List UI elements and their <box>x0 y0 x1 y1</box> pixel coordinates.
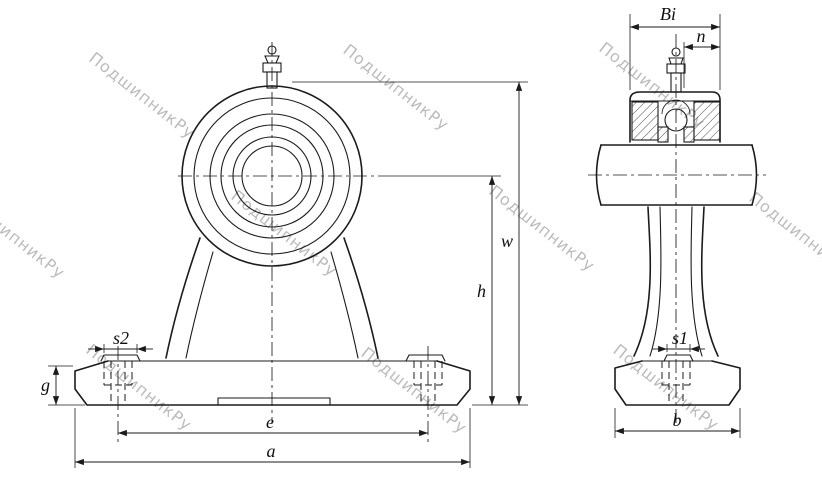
centerlines-side <box>588 34 766 424</box>
watermark-layer: ПодшипникРу ПодшипникРу ПодшипникРу Подш… <box>0 38 822 437</box>
watermark-text: ПодшипникРу <box>746 188 822 282</box>
dim-b: b <box>614 408 741 438</box>
dim-e: e <box>118 412 428 437</box>
bolt-boss <box>663 354 694 362</box>
inner-ring-cut-left <box>657 126 669 143</box>
dim-label-w: w <box>501 231 513 251</box>
watermark-text: ПодшипникРу <box>358 343 471 437</box>
pedestal-column <box>633 206 719 357</box>
watermark-text: ПодшипникРу <box>0 188 69 282</box>
watermark-text: ПодшипникРу <box>610 340 723 434</box>
housing-cut-right <box>693 101 721 141</box>
dim-label-a: a <box>267 441 276 461</box>
housing-body <box>165 237 379 359</box>
watermark-text: ПодшипникРу <box>486 181 599 275</box>
dim-s2: s2 <box>88 328 153 353</box>
watermark-text: ПодшипникРу <box>83 340 196 434</box>
raceway-arc <box>661 99 691 115</box>
bolt-boss-left <box>100 354 141 362</box>
housing-cut-left <box>631 101 659 141</box>
centerlines-front <box>117 42 429 442</box>
dim-n: n <box>683 26 720 88</box>
dim-label-s2: s2 <box>113 328 129 348</box>
watermark-text: ПодшипникРу <box>228 186 341 280</box>
dim-label-g: g <box>41 375 50 395</box>
dim-label-s1: s1 <box>672 328 688 348</box>
base-side <box>614 354 741 406</box>
bolt-boss-right <box>405 354 446 362</box>
dim-s1: s1 <box>652 328 705 353</box>
dim-g: g <box>41 365 85 406</box>
watermark-text: ПодшипникРу <box>340 40 453 134</box>
dim-a: a <box>74 408 471 468</box>
inner-ring-cut-right <box>683 126 695 143</box>
watermark-text: ПодшипникРу <box>86 48 199 142</box>
dim-w: w <box>292 81 528 406</box>
side-view: Bi n s1 b <box>588 4 766 438</box>
dim-label-Bi: Bi <box>660 4 676 24</box>
dim-label-b: b <box>673 410 682 430</box>
dim-Bi: Bi <box>629 4 721 90</box>
dim-label-h: h <box>477 281 486 301</box>
dim-label-n: n <box>697 26 706 46</box>
dim-h: h <box>380 175 501 405</box>
dim-label-e: e <box>266 412 274 432</box>
front-view: w h g s2 e <box>41 42 528 468</box>
